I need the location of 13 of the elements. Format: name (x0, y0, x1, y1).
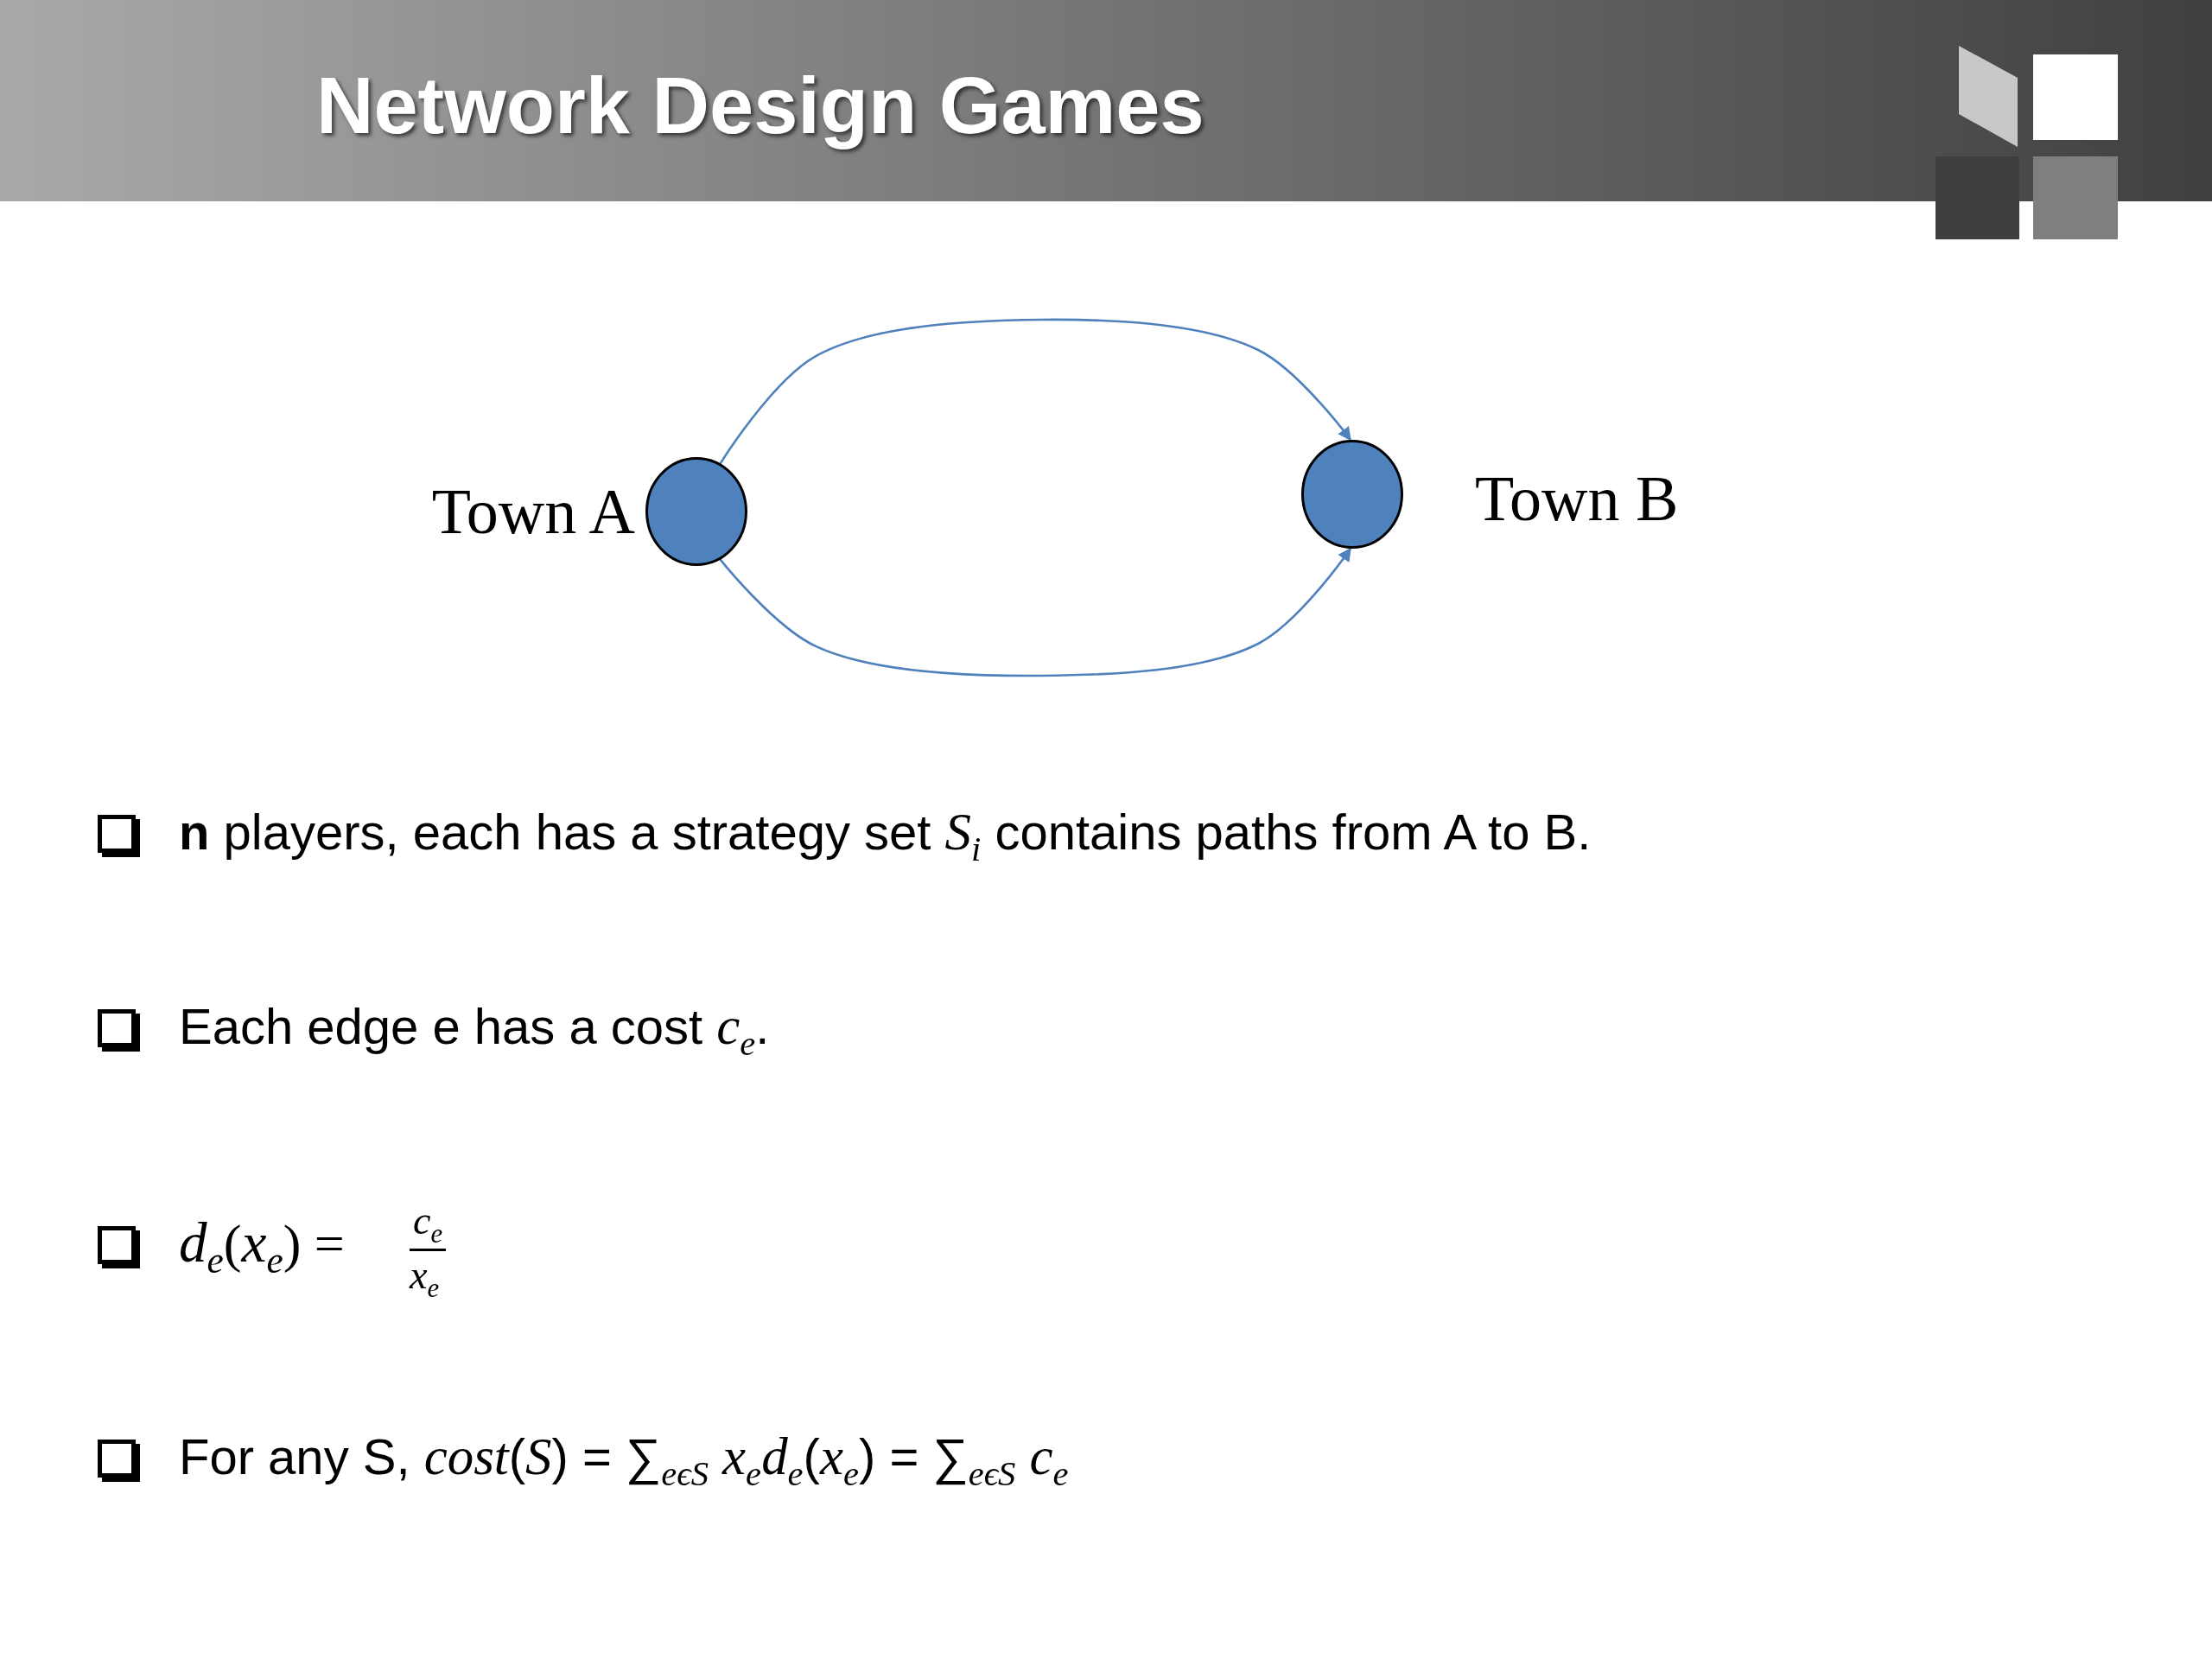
town-circle (1301, 440, 1403, 549)
town-label: Town B (1475, 461, 1679, 536)
bullet-text: Each edge e has a cost c$_{e}$. (179, 996, 770, 1064)
formula-text: d$_{e}$(x$_{e}$) = (179, 1211, 345, 1282)
fraction-denominator: x$_{e}$ (410, 1254, 440, 1304)
fraction-numerator: c$_{e}$ (410, 1198, 447, 1252)
town-circle (645, 457, 747, 566)
arrow (719, 318, 1351, 465)
slide-title: Network Design Games (316, 60, 1205, 151)
bullet-text: n players, each has a strategy set S$_{i}$ contains paths from A to B. (179, 802, 1592, 869)
arrow (719, 547, 1351, 677)
town-label: Town A (431, 474, 635, 549)
bullet-text: For any S, cost(S) = ∑$_{eϵS}$ x$_{e}$d$_{e}$(x$_{e}$) = ∑$_{eϵS}$ c$_{e}$ (179, 1427, 1069, 1494)
